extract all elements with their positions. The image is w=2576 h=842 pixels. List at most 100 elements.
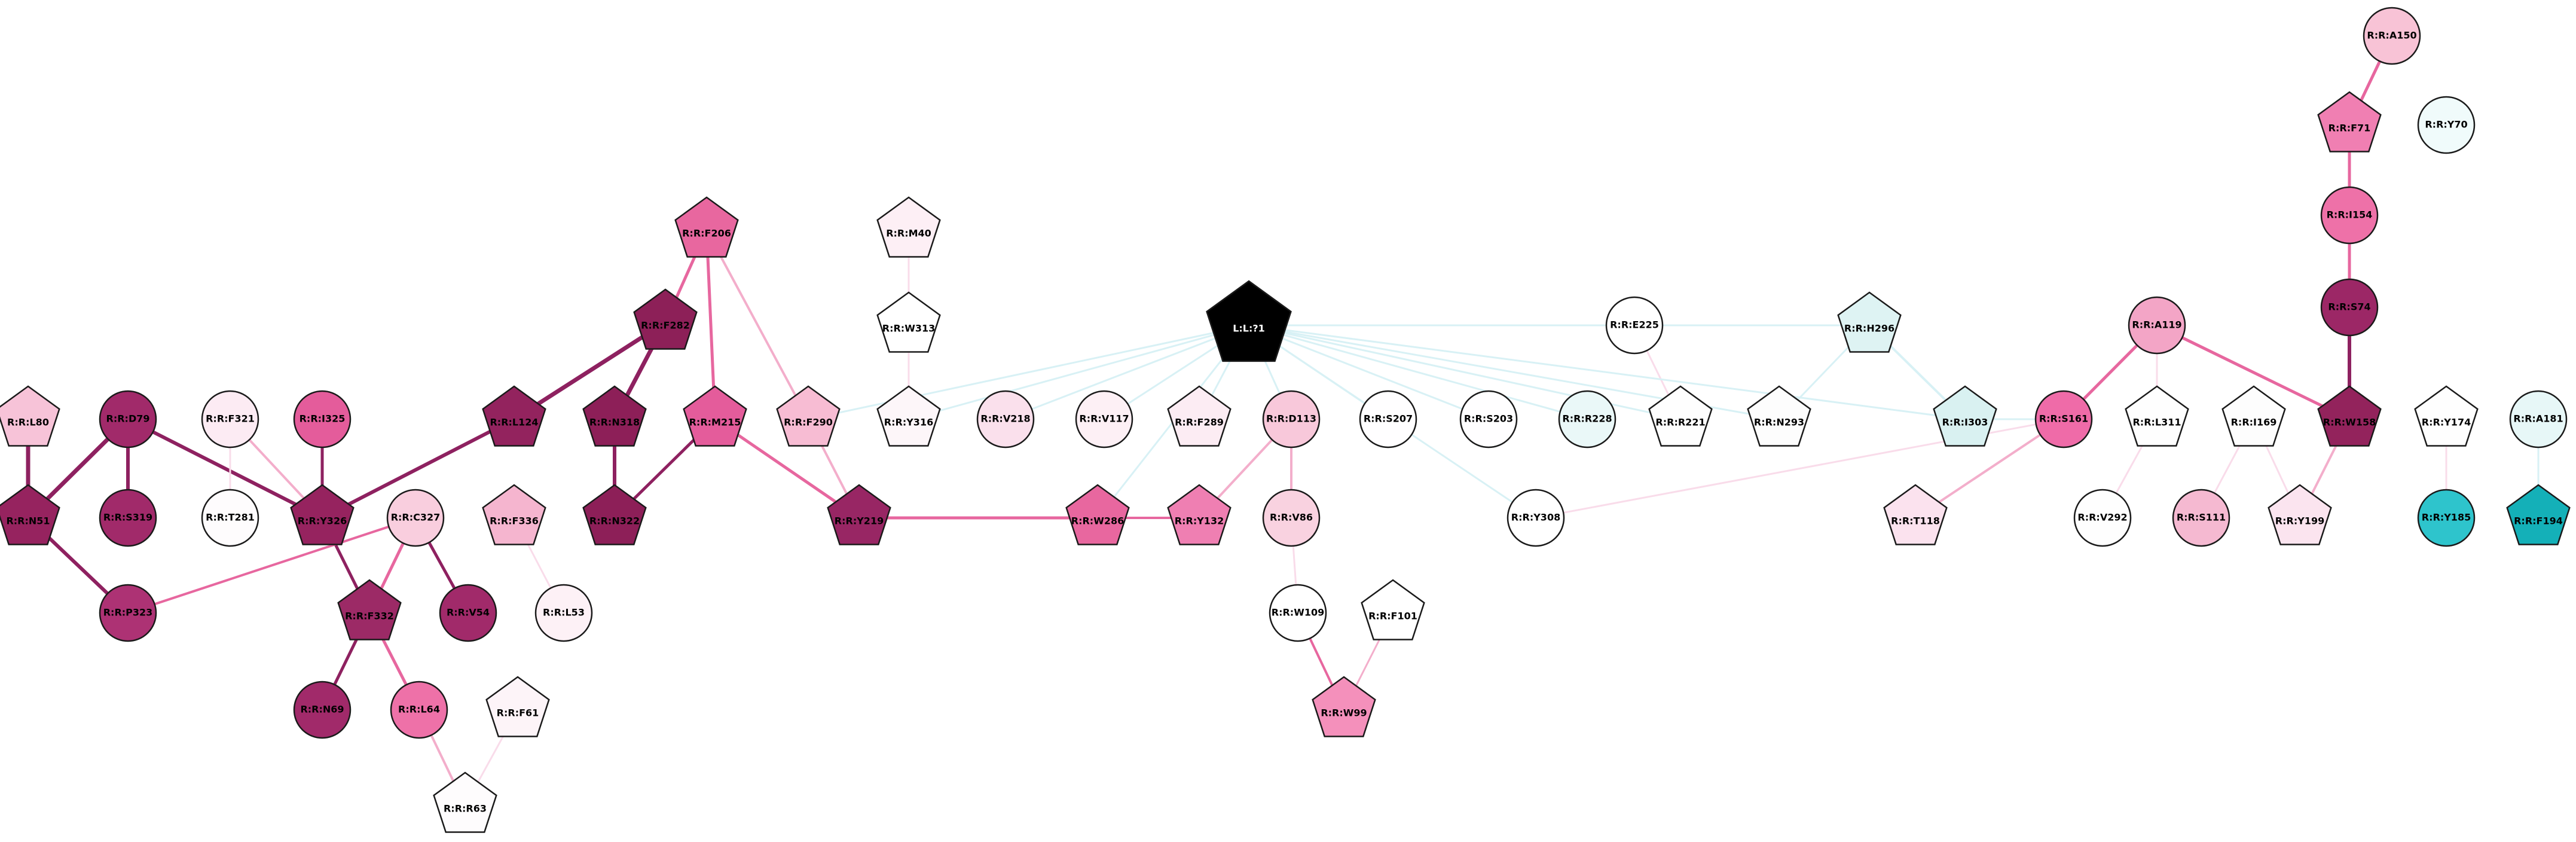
node-pentagon[interactable]: [827, 484, 891, 545]
node-circle[interactable]: [99, 584, 157, 642]
node-R:R:Y185[interactable]: R:R:Y185: [2417, 489, 2476, 547]
node-R:R:V86[interactable]: R:R:V86: [1262, 489, 1321, 547]
node-circle[interactable]: [1262, 489, 1321, 547]
node-R:R:S161[interactable]: R:R:S161: [2034, 390, 2093, 449]
node-R:R:M215[interactable]: R:R:M215: [683, 385, 747, 447]
node-circle[interactable]: [2363, 7, 2421, 65]
node-circle[interactable]: [293, 681, 352, 739]
node-circle[interactable]: [2034, 390, 2093, 449]
node-circle[interactable]: [439, 584, 497, 642]
node-circle[interactable]: [2417, 96, 2476, 154]
node-R:R:Y219[interactable]: R:R:Y219: [827, 484, 891, 545]
node-pentagon[interactable]: [2414, 385, 2479, 447]
node-R:R:F282[interactable]: R:R:F282: [633, 288, 698, 350]
node-circle[interactable]: [2320, 186, 2379, 245]
node-circle[interactable]: [2073, 489, 2132, 547]
node-circle[interactable]: [201, 390, 259, 449]
node-R:R:Y316[interactable]: R:R:Y316: [876, 385, 941, 447]
node-pentagon[interactable]: [776, 385, 841, 447]
node-circle[interactable]: [976, 390, 1035, 449]
node-pentagon[interactable]: [433, 771, 497, 833]
node-R:R:S319[interactable]: R:R:S319: [99, 489, 157, 547]
node-R:R:R228[interactable]: R:R:R228: [1558, 390, 1617, 449]
node-circle[interactable]: [2509, 390, 2568, 449]
node-R:R:T118[interactable]: R:R:T118: [1883, 484, 1948, 545]
node-R:R:I154[interactable]: R:R:I154: [2320, 186, 2379, 245]
node-pentagon[interactable]: [1648, 385, 1713, 447]
node-R:R:S111[interactable]: R:R:S111: [2172, 489, 2230, 547]
node-R:R:W313[interactable]: R:R:W313: [876, 291, 941, 353]
node-R:R:F206[interactable]: R:R:F206: [674, 196, 739, 258]
node-circle[interactable]: [534, 584, 593, 642]
node-pentagon[interactable]: [1747, 385, 1811, 447]
node-R:R:S207[interactable]: R:R:S207: [1359, 390, 1417, 449]
node-R:R:A119[interactable]: R:R:A119: [2128, 296, 2186, 355]
node-pentagon[interactable]: [290, 484, 355, 545]
node-R:R:T281[interactable]: R:R:T281: [201, 489, 259, 547]
node-R:R:V54[interactable]: R:R:V54: [439, 584, 497, 642]
node-R:R:N69[interactable]: R:R:N69: [293, 681, 352, 739]
node-pentagon[interactable]: [1837, 291, 1902, 353]
node-pentagon[interactable]: [482, 484, 546, 545]
node-circle[interactable]: [1605, 296, 1664, 355]
node-R:R:D79[interactable]: R:R:D79: [99, 390, 157, 449]
node-circle[interactable]: [1269, 584, 1327, 642]
node-R:R:L80[interactable]: R:R:L80: [0, 385, 60, 447]
node-circle[interactable]: [1507, 489, 1565, 547]
node-pentagon[interactable]: [2125, 385, 2189, 447]
node-R:R:M40[interactable]: R:R:M40: [876, 196, 941, 258]
node-R:R:R221[interactable]: R:R:R221: [1648, 385, 1713, 447]
node-pentagon[interactable]: [876, 385, 941, 447]
node-pentagon[interactable]: [0, 385, 60, 447]
node-R:R:I169[interactable]: R:R:I169: [2221, 385, 2286, 447]
node-L:L:?1[interactable]: L:L:?1: [1206, 280, 1292, 362]
node-R:R:C327[interactable]: R:R:C327: [386, 489, 445, 547]
node-pentagon[interactable]: [1206, 280, 1292, 362]
node-circle[interactable]: [2417, 489, 2476, 547]
node-circle[interactable]: [390, 681, 448, 739]
node-pentagon[interactable]: [674, 196, 739, 258]
node-pentagon[interactable]: [1933, 385, 1997, 447]
node-R:R:F194[interactable]: R:R:F194: [2506, 484, 2571, 545]
node-R:R:L53[interactable]: R:R:L53: [534, 584, 593, 642]
node-circle[interactable]: [1359, 390, 1417, 449]
node-circle[interactable]: [1558, 390, 1617, 449]
node-pentagon[interactable]: [2221, 385, 2286, 447]
node-pentagon[interactable]: [337, 579, 402, 640]
node-circle[interactable]: [201, 489, 259, 547]
node-R:R:D113[interactable]: R:R:D113: [1262, 390, 1321, 449]
node-R:R:W109[interactable]: R:R:W109: [1269, 584, 1327, 642]
node-circle[interactable]: [2320, 278, 2379, 337]
node-R:R:F321[interactable]: R:R:F321: [201, 390, 259, 449]
node-R:R:I325[interactable]: R:R:I325: [293, 390, 352, 449]
node-pentagon[interactable]: [1065, 484, 1130, 545]
node-R:R:Y199[interactable]: R:R:Y199: [2268, 484, 2332, 545]
node-R:R:W99[interactable]: R:R:W99: [1312, 676, 1376, 737]
node-R:R:V218[interactable]: R:R:V218: [976, 390, 1035, 449]
node-R:R:V292[interactable]: R:R:V292: [2073, 489, 2132, 547]
node-pentagon[interactable]: [582, 484, 647, 545]
node-circle[interactable]: [1459, 390, 1518, 449]
node-R:R:W286[interactable]: R:R:W286: [1065, 484, 1130, 545]
node-R:R:S203[interactable]: R:R:S203: [1459, 390, 1518, 449]
node-circle[interactable]: [99, 489, 157, 547]
node-R:R:Y70[interactable]: R:R:Y70: [2417, 96, 2476, 154]
node-R:R:L64[interactable]: R:R:L64: [390, 681, 448, 739]
node-pentagon[interactable]: [582, 385, 647, 447]
node-R:R:N322[interactable]: R:R:N322: [582, 484, 647, 545]
node-pentagon[interactable]: [482, 385, 546, 447]
node-pentagon[interactable]: [1167, 385, 1232, 447]
node-R:R:Y174[interactable]: R:R:Y174: [2414, 385, 2479, 447]
node-pentagon[interactable]: [1312, 676, 1376, 737]
node-R:R:Y308[interactable]: R:R:Y308: [1507, 489, 1565, 547]
node-circle[interactable]: [1262, 390, 1321, 449]
node-R:R:F71[interactable]: R:R:F71: [2317, 91, 2382, 152]
node-pentagon[interactable]: [876, 196, 941, 258]
node-circle[interactable]: [2172, 489, 2230, 547]
node-circle[interactable]: [293, 390, 352, 449]
node-R:R:F61[interactable]: R:R:F61: [485, 676, 550, 737]
node-circle[interactable]: [99, 390, 157, 449]
node-pentagon[interactable]: [2317, 91, 2382, 152]
node-pentagon[interactable]: [683, 385, 747, 447]
node-pentagon[interactable]: [2268, 484, 2332, 545]
